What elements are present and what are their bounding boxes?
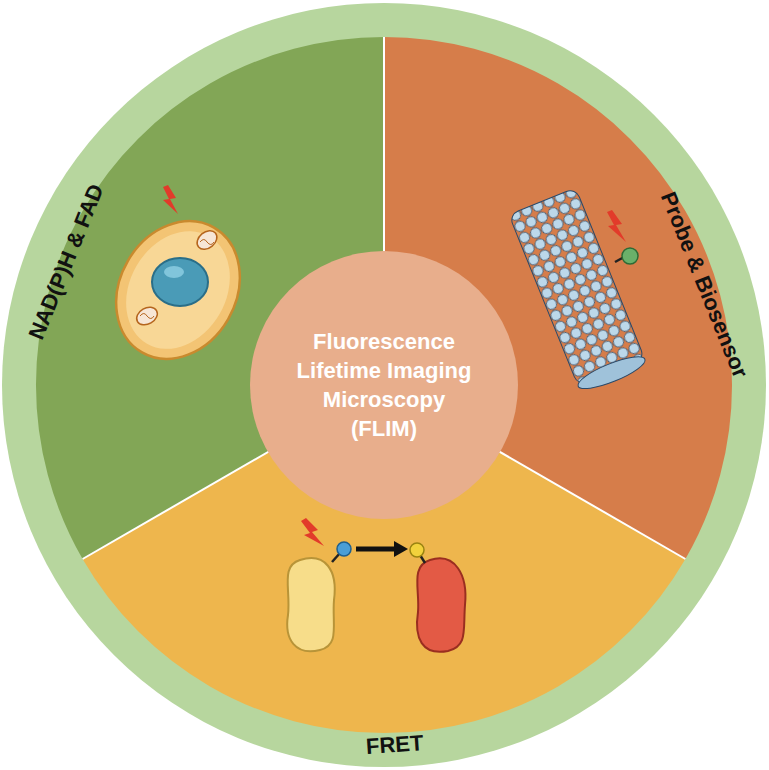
probe-illustration (607, 210, 638, 264)
cell-illustration (92, 185, 264, 381)
center-circle: Fluorescence Lifetime Imaging Microscopy… (250, 251, 518, 519)
center-title: Fluorescence Lifetime Imaging Microscopy… (297, 327, 472, 443)
ring-label: FRET (365, 730, 424, 760)
nanotube-illustration (509, 188, 648, 395)
fret-illustration (287, 518, 465, 652)
